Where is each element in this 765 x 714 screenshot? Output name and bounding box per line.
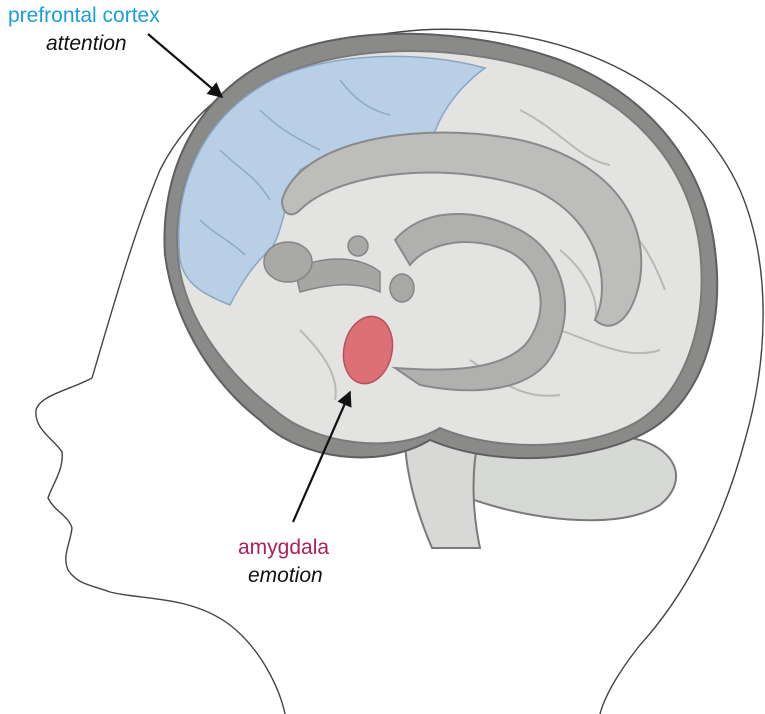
prefrontal-cortex-label: prefrontal cortex: [8, 4, 160, 27]
pineal-knob: [347, 235, 369, 257]
mammillary-knob: [389, 273, 415, 303]
amygdala-label: amygdala: [238, 536, 330, 559]
prefrontal-cortex-function: attention: [46, 32, 127, 55]
corpus-callosum: [280, 131, 643, 327]
brainstem: [403, 418, 482, 549]
prefrontal-sulci: [199, 79, 391, 256]
amygdala-function: emotion: [248, 564, 323, 587]
amygdala-arrow-icon: [291, 390, 352, 523]
fornix: [294, 258, 381, 294]
amygdala-region: [342, 315, 394, 385]
head-outline: [35, 28, 764, 714]
thalamus-knob: [263, 241, 313, 283]
hippocampal-tail: [391, 213, 567, 392]
prefrontal-arrow-icon: [147, 33, 224, 98]
